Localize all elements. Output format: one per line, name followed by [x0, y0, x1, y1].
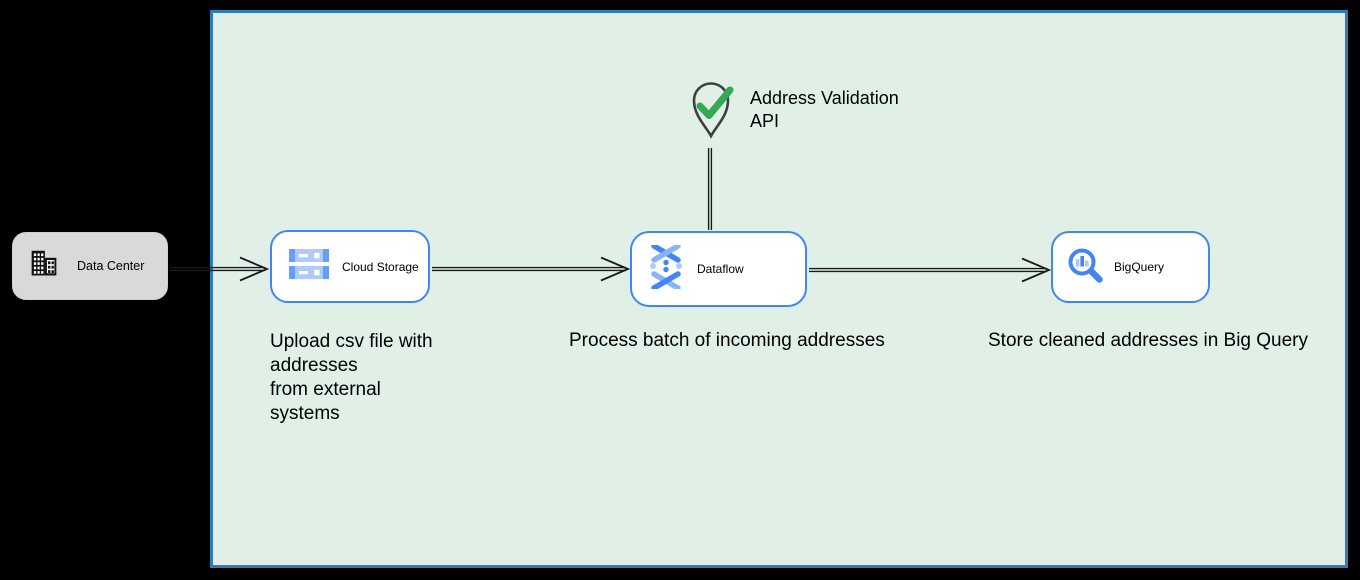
map-pin-check-icon[interactable]: [687, 77, 735, 139]
caption-store-cleaned: Store cleaned addresses in Big Query: [988, 330, 1309, 351]
dataflow-icon: [648, 242, 684, 294]
address-validation-api-label: Address Validation API: [750, 88, 899, 131]
node-dataflow[interactable]: Dataflow: [630, 231, 807, 307]
caption-upload-csv: Upload csv file with addresses from exte…: [270, 331, 433, 424]
cloud-storage-label: Cloud Storage: [342, 259, 419, 274]
cloud-storage-icon: [289, 249, 329, 284]
node-cloud-storage[interactable]: Cloud Storage: [270, 230, 430, 303]
dataflow-label: Dataflow: [697, 262, 744, 276]
caption-process-batch: Process batch of incoming addresses: [569, 330, 885, 351]
data-center-building-icon: [29, 249, 59, 284]
bigquery-icon: [1065, 245, 1105, 290]
data-center-label: Data Center: [77, 259, 145, 273]
node-bigquery[interactable]: BigQuery: [1051, 231, 1210, 303]
node-data-center[interactable]: Data Center: [12, 232, 168, 300]
bigquery-label: BigQuery: [1114, 260, 1165, 274]
